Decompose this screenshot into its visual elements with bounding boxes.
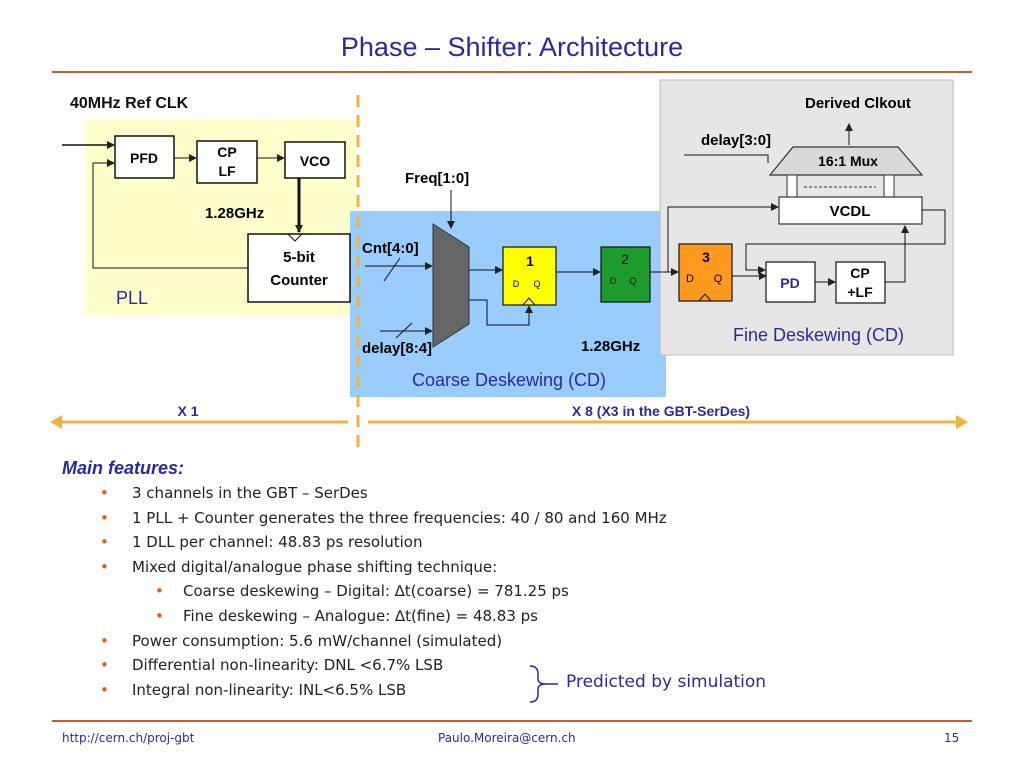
delay-fine-wire bbox=[684, 154, 769, 163]
vcdl-pd-wire bbox=[745, 209, 946, 274]
mux-label: 16:1 Mux bbox=[818, 153, 878, 169]
freq-select-label: Freq[1:0] bbox=[405, 170, 469, 187]
right-brace-icon bbox=[529, 665, 558, 703]
ff3-q: Q bbox=[714, 273, 723, 285]
sub-list-item: Coarse deskewing – Digital: ∆t(coarse) =… bbox=[62, 579, 782, 604]
counter-clock-mark bbox=[287, 233, 303, 242]
architecture-diagram: 40MHz Ref CLK PFD CP LF VCO 1.28GHz 5-bi… bbox=[50, 79, 968, 452]
features-sublist: Coarse deskewing – Digital: ∆t(coarse) =… bbox=[132, 579, 782, 628]
vcdl-label: VCDL bbox=[830, 203, 871, 220]
ff3-vcdl-wire bbox=[667, 203, 779, 272]
cp-vcdl-wire bbox=[885, 225, 909, 283]
ff1-block bbox=[502, 246, 557, 306]
lf-label: LF bbox=[218, 163, 236, 179]
x8-label: X 8 (X3 in the GBT-SerDes) bbox=[572, 403, 750, 419]
ff2-q: Q bbox=[629, 276, 636, 286]
delay-bus-mark bbox=[395, 322, 413, 339]
list-item: 1 PLL + Counter generates the three freq… bbox=[62, 506, 782, 531]
fine-mux bbox=[768, 146, 924, 176]
ff1-clock-mark bbox=[522, 297, 536, 306]
cp-lf-fine-block bbox=[835, 261, 886, 304]
x1-arrow bbox=[50, 415, 348, 429]
ff1-number: 1 bbox=[526, 253, 534, 269]
pd-block bbox=[765, 261, 816, 303]
mux-leg-left bbox=[786, 174, 798, 198]
ff1-d: D bbox=[513, 279, 520, 289]
bottom-rule bbox=[52, 720, 972, 722]
cnt-label: Cnt[4:0] bbox=[362, 240, 419, 257]
coarse-mux bbox=[432, 223, 470, 348]
coarse-label: Coarse Deskewing (CD) bbox=[412, 370, 606, 390]
list-item: 3 channels in the GBT – SerDes bbox=[62, 481, 782, 506]
list-item: Differential non-linearity: DNL <6.7% LS… bbox=[62, 653, 782, 678]
ff1-q: Q bbox=[533, 279, 540, 289]
list-item: 1 DLL per channel: 48.83 ps resolution bbox=[62, 530, 782, 555]
vco-block bbox=[284, 141, 346, 179]
delay-fine-label: delay[3:0] bbox=[701, 132, 771, 149]
features-list: 3 channels in the GBT – SerDes 1 PLL + C… bbox=[62, 481, 782, 579]
footer-email[interactable]: Paulo.Moreira@cern.ch bbox=[438, 731, 576, 745]
counter-label-1: 5-bit bbox=[283, 249, 315, 266]
vco-label: VCO bbox=[300, 153, 330, 169]
x8-arrow bbox=[368, 415, 968, 429]
pfd-label: PFD bbox=[130, 150, 158, 166]
pll-label: PLL bbox=[116, 288, 148, 308]
cnt-bus-mark bbox=[383, 257, 401, 282]
pd-label: PD bbox=[780, 275, 799, 291]
ff2-d: D bbox=[610, 276, 617, 286]
slide-title: Phase – Shifter: Architecture bbox=[340, 32, 684, 62]
cp-lf-block bbox=[196, 140, 258, 184]
ff3-block bbox=[678, 243, 733, 302]
derived-clkout-label: Derived Clkout bbox=[805, 95, 911, 112]
counter-block bbox=[247, 233, 351, 303]
x1-label: X 1 bbox=[177, 403, 198, 419]
footer-url[interactable]: http://cern.ch/proj-gbt bbox=[62, 731, 195, 745]
features-list-2: Power consumption: 5.6 mW/channel (simul… bbox=[62, 629, 782, 703]
ff3-number: 3 bbox=[702, 249, 710, 265]
ff2-block bbox=[600, 246, 651, 303]
list-item: Power consumption: 5.6 mW/channel (simul… bbox=[62, 629, 782, 654]
cp-fine-label: CP bbox=[850, 265, 869, 281]
cp-label: CP bbox=[217, 144, 236, 160]
vco-freq-label: 1.28GHz bbox=[205, 205, 264, 222]
sub-list-item: Fine deskewing – Analogue: ∆t(fine) = 48… bbox=[62, 604, 782, 629]
ff2-number: 2 bbox=[621, 251, 629, 267]
simulation-note: Predicted by simulation bbox=[566, 672, 767, 692]
ref-clk-label: 40MHz Ref CLK bbox=[70, 95, 189, 112]
features-section: Main features: 3 channels in the GBT – S… bbox=[62, 458, 782, 702]
coarse-freq-label: 1.28GHz bbox=[581, 338, 640, 355]
clk-ff1-wire bbox=[469, 299, 533, 326]
counter-label-2: Counter bbox=[270, 272, 328, 289]
ff3-clock-mark bbox=[698, 293, 712, 302]
top-rule bbox=[52, 71, 972, 73]
list-item: Mixed digital/analogue phase shifting te… bbox=[62, 555, 782, 580]
list-item: Integral non-linearity: INL<6.5% LSB bbox=[62, 678, 782, 703]
pfd-block bbox=[114, 135, 175, 179]
mux-leg-right bbox=[883, 174, 895, 198]
feedback-wire bbox=[92, 159, 248, 269]
ff3-d: D bbox=[686, 273, 694, 285]
fine-label: Fine Deskewing (CD) bbox=[733, 325, 904, 345]
delay-coarse-label: delay[8:4] bbox=[362, 340, 432, 357]
lf-fine-label: +LF bbox=[847, 284, 873, 300]
features-heading: Main features: bbox=[62, 458, 185, 478]
page-number: 15 bbox=[944, 731, 960, 745]
